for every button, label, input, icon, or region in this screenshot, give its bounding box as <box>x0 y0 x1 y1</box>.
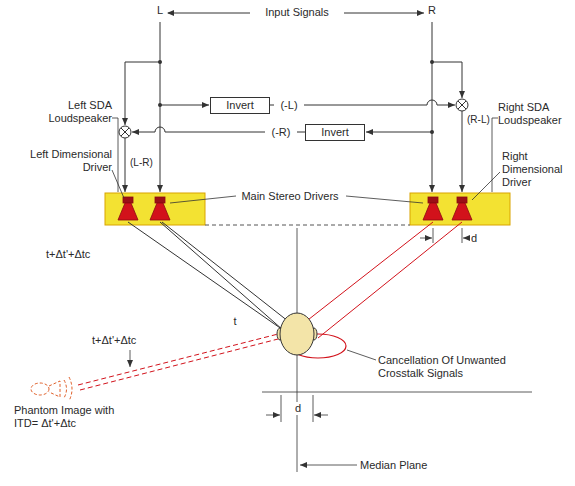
junction-dot <box>158 60 162 64</box>
leader-line <box>492 118 498 192</box>
dimension-mark <box>281 395 282 422</box>
part-name: Left SDA Loudspeaker <box>30 99 112 125</box>
mixer-symbol <box>456 99 468 111</box>
mixer-symbol <box>119 99 468 138</box>
phantom-image <box>49 381 60 397</box>
signal-name: L <box>151 4 169 17</box>
signal-wires <box>366 132 432 133</box>
sound-path <box>78 332 286 385</box>
sound-path <box>290 222 433 334</box>
driver-symbol <box>118 203 138 220</box>
signal-wires <box>432 62 462 98</box>
signal-name: (-L) <box>274 99 304 112</box>
dimension-mark <box>314 415 328 416</box>
listener-head <box>277 313 317 355</box>
dimension-label: d <box>471 232 481 245</box>
leader-line <box>347 350 376 360</box>
driver-symbol <box>123 197 133 203</box>
phantom-image <box>69 377 72 401</box>
signal-name: (L-R) <box>130 156 159 169</box>
part-name: Left Dimensional Driver <box>30 148 112 174</box>
dimension-mark <box>433 228 434 243</box>
dimension-mark <box>313 395 314 422</box>
leader-line <box>130 350 131 367</box>
leader-line <box>472 172 500 200</box>
leader-line <box>300 465 357 466</box>
part-name: Right Dimensional Driver <box>502 150 572 189</box>
callout-text: Cancellation Of Unwanted Crosstalk Signa… <box>378 354 528 380</box>
signal-wires <box>160 105 209 106</box>
dimension-mark <box>266 415 280 416</box>
dimension-label: d <box>290 402 306 415</box>
callout-text: Phantom Image with ITD= Δt'+Δtc <box>14 404 118 430</box>
driver-symbol <box>457 197 467 203</box>
driver-symbol <box>428 197 438 203</box>
driver-symbol <box>155 197 165 203</box>
junction-dot <box>430 130 434 134</box>
mixer-symbol <box>458 101 466 109</box>
dimension-mark <box>462 228 463 243</box>
signal-wires <box>125 138 126 192</box>
leader-line <box>346 196 423 203</box>
node-text: Invert <box>226 99 254 112</box>
interaural-line <box>262 392 532 393</box>
invert-box: Invert <box>210 97 270 114</box>
part-name: Main Stereo Drivers <box>232 190 348 203</box>
leader-line <box>170 196 236 203</box>
junction-dot <box>158 103 162 107</box>
listener-head <box>280 313 314 355</box>
baseline-dashed <box>205 225 410 226</box>
leader-line <box>112 118 500 465</box>
loudspeaker-cabinet <box>105 193 205 225</box>
delay-label: t+Δt'+Δtc <box>46 248 124 261</box>
mixer-symbol <box>119 126 131 138</box>
phantom-image <box>31 383 49 395</box>
signal-name: R <box>423 4 441 17</box>
signal-name: (R-L) <box>467 113 497 126</box>
loudspeaker-cabinet <box>410 193 510 225</box>
driver-symbol <box>452 203 472 220</box>
sound-path <box>160 222 283 330</box>
phantom-image <box>31 377 72 401</box>
signal-wires <box>432 22 433 192</box>
callout-text: Median Plane <box>360 459 450 472</box>
signal-heading: Input Signals <box>250 6 344 19</box>
sound-path <box>128 222 306 346</box>
node-text: Invert <box>321 126 349 139</box>
signal-wires <box>125 62 160 125</box>
sound-path <box>318 222 462 338</box>
dimension-mark <box>420 238 432 239</box>
part-name: Right SDA Loudspeaker <box>498 101 572 127</box>
signal-wires <box>125 13 462 192</box>
driver-symbol <box>150 203 170 220</box>
dimension-mark <box>463 238 468 239</box>
delay-label: t <box>229 315 241 328</box>
driver-symbol <box>423 203 443 220</box>
invert-box: Invert <box>305 124 365 141</box>
mixer-symbol <box>121 128 129 136</box>
junction-dot <box>430 60 434 64</box>
junction-dot <box>158 60 434 134</box>
phantom-image <box>64 380 67 398</box>
signal-wires <box>462 111 463 192</box>
signal-name: (-R) <box>265 126 297 139</box>
delay-label: t+Δt'+Δtc <box>92 334 172 347</box>
dimension-mark <box>266 228 468 422</box>
leader-line <box>112 170 124 198</box>
